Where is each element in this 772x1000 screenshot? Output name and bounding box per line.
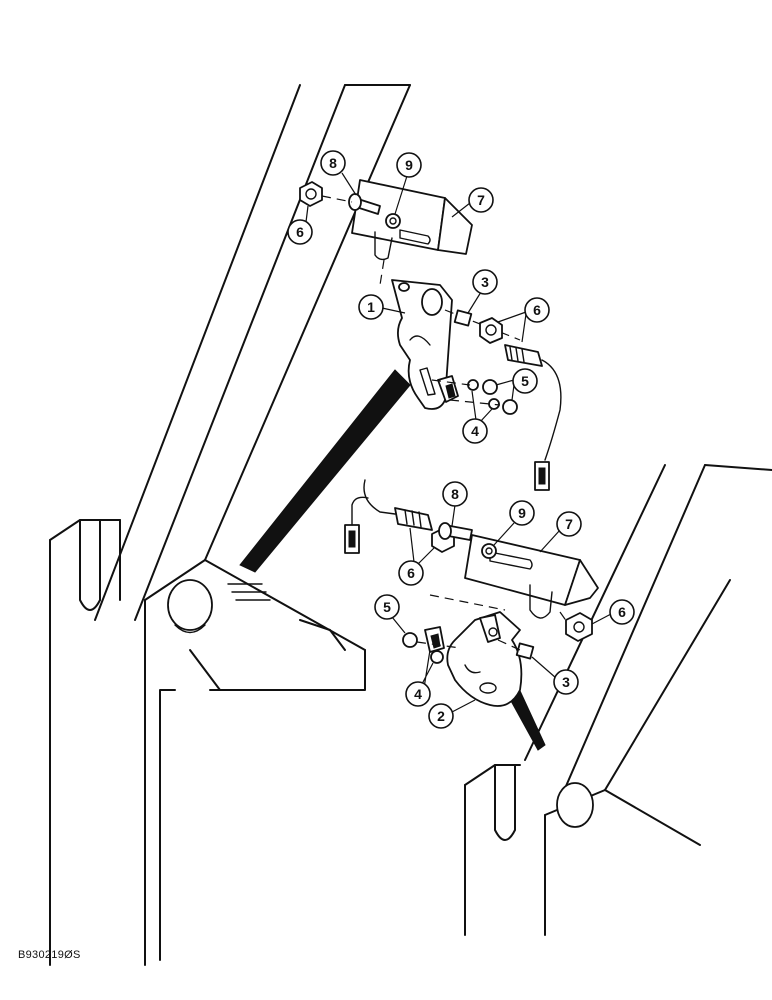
callout-label: 6 — [618, 604, 626, 620]
callout-label: 5 — [383, 599, 391, 615]
upper-washer-4b — [488, 398, 500, 410]
upper-bolt-8 — [348, 193, 381, 215]
callout-6-lower-right: 6 — [591, 599, 635, 625]
upper-sensor-6 — [504, 344, 562, 491]
upper-nut-3 — [453, 309, 473, 327]
callout-label: 8 — [451, 486, 459, 502]
callout-label: 5 — [521, 373, 529, 389]
callout-8-lower: 8 — [442, 481, 468, 527]
callout-label: 2 — [437, 708, 445, 724]
callout-2: 2 — [428, 699, 476, 729]
callout-4-upper: 4 — [462, 390, 493, 444]
upper-nut-6b — [479, 317, 503, 344]
lower-bracket-2 — [446, 611, 523, 707]
callout-6-upper-right: 6 — [497, 297, 550, 343]
upper-nut-5a — [482, 379, 498, 395]
callout-9-lower: 9 — [493, 500, 535, 546]
callout-label: 7 — [565, 516, 573, 532]
lower-nut-6b — [565, 612, 593, 642]
callout-label: 6 — [533, 302, 541, 318]
callout-label: 7 — [477, 192, 485, 208]
callout-7-lower: 7 — [539, 511, 582, 553]
callout-1: 1 — [358, 294, 406, 320]
callout-label: 4 — [414, 686, 422, 702]
lower-washer-9 — [481, 543, 497, 559]
upper-washer-9 — [385, 213, 401, 229]
callout-label: 4 — [471, 423, 479, 439]
lower-sensor-6 — [344, 479, 433, 554]
upper-nut-6 — [299, 181, 323, 207]
left-loader-arm — [49, 84, 411, 966]
callout-label: 6 — [407, 565, 415, 581]
callout-label: 8 — [329, 155, 337, 171]
right-loader-arm — [464, 464, 772, 936]
callout-label: 6 — [296, 224, 304, 240]
callout-9-upper: 9 — [394, 152, 422, 215]
callout-5-upper: 5 — [495, 368, 538, 401]
lower-nut-5 — [402, 632, 418, 648]
lower-washer-4 — [430, 650, 444, 664]
callout-label: 3 — [562, 674, 570, 690]
upper-bracket-1 — [391, 279, 453, 410]
lower-clip-4 — [424, 626, 445, 653]
callout-label: 3 — [481, 274, 489, 290]
lower-nut-3 — [515, 642, 535, 660]
callout-3-upper: 3 — [467, 269, 498, 314]
callout-5-lower: 5 — [374, 594, 406, 634]
callout-6-lower-left: 6 — [398, 527, 435, 586]
callout-8-upper: 8 — [320, 150, 357, 196]
upper-nut-5b — [502, 399, 518, 415]
callout-6-upper-left: 6 — [287, 205, 313, 245]
callout-label: 9 — [518, 505, 526, 521]
figure-reference-code: B930219ØS — [18, 949, 81, 961]
callout-label: 1 — [367, 299, 375, 315]
lower-bolt-8 — [438, 522, 473, 541]
zoom-wedge-upper — [239, 369, 411, 573]
callout-3-lower: 3 — [531, 656, 579, 695]
upper-bracket-7 — [351, 179, 473, 261]
callout-label: 9 — [405, 157, 413, 173]
callout-4-lower: 4 — [405, 649, 434, 707]
callout-7-upper: 7 — [451, 187, 494, 218]
